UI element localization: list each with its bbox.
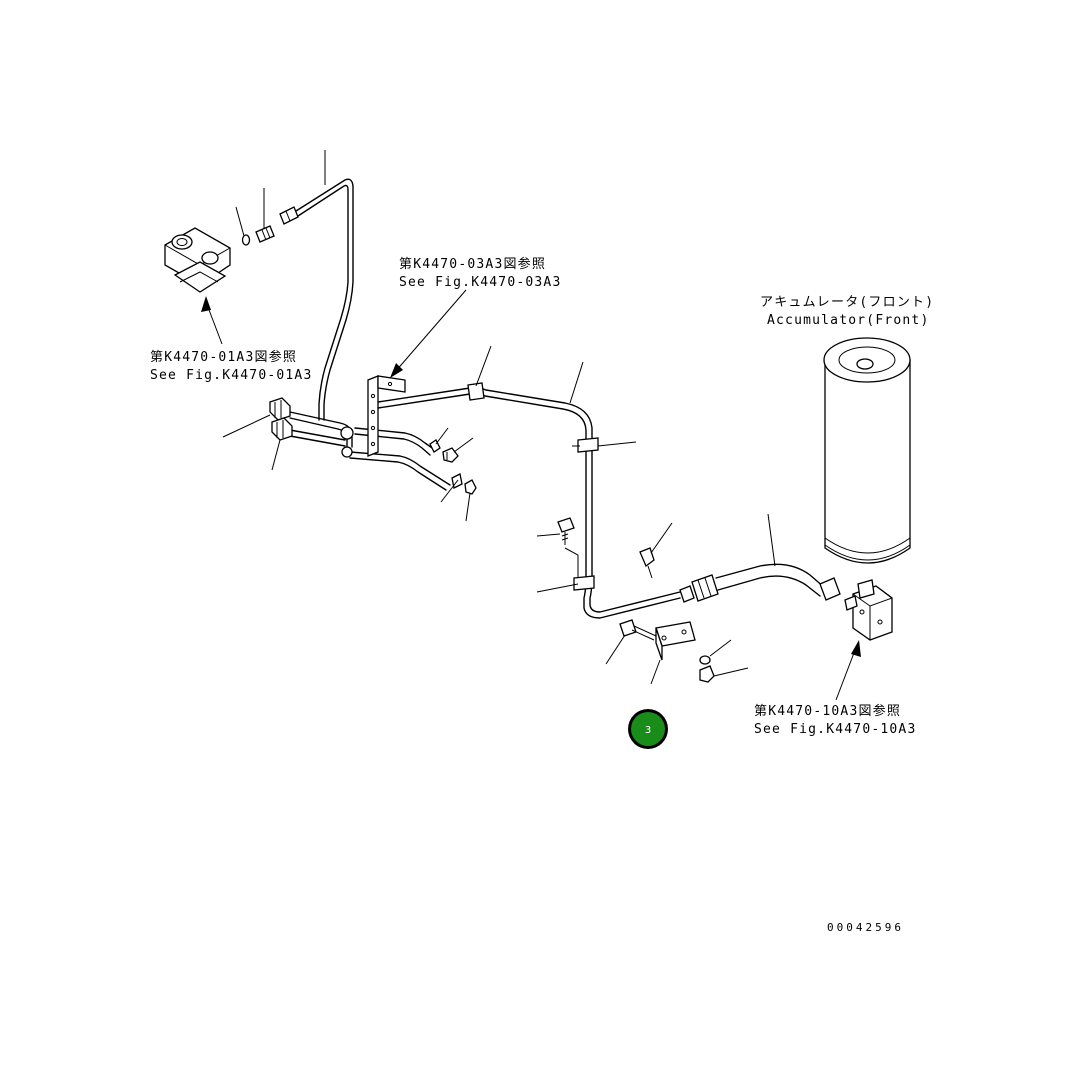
lower-bracket [655,621,696,661]
clip-lower [639,547,655,579]
upper-tube [295,178,354,421]
o-ring-small [241,234,251,246]
left-valve-block [164,227,231,293]
ref-arrow-03 [390,289,467,378]
ref-03-jp: 第K4470-03A3図参照 [399,256,546,272]
flexible-hose [679,563,841,603]
ref-arrow-10 [835,640,861,701]
center-bracket [367,375,406,457]
washer-lower [699,655,715,683]
accumulator-en: Accumulator(Front) [767,313,929,328]
tube-clamp-3 [573,575,595,591]
ref-10-jp: 第K4470-10A3図参照 [754,703,901,719]
drawing-number: 00042596 [827,921,904,934]
main-tube [377,387,681,619]
bolt-left [557,517,579,578]
ref-01-en: See Fig.K4470-01A3 [150,368,312,383]
connector-fitting-1 [255,225,275,243]
ref-arrow-01 [201,296,223,345]
connector-fitting-2 [279,206,299,225]
accumulator-cylinder [823,337,911,564]
leader-lines [222,150,776,685]
ref-10-en: See Fig.K4470-10A3 [754,722,916,737]
callout-marker-3[interactable]: 3 [628,709,668,749]
ref-03-en: See Fig.K4470-03A3 [399,275,561,290]
callout-label: 3 [645,725,651,736]
accumulator-jp: アキュムレータ(フロント) [760,295,934,310]
tube-clamp-2 [572,437,599,453]
washer-nut-group-1 [429,439,459,463]
ref-01-jp: 第K4470-01A3図参照 [150,349,297,365]
left-lower-tubes [269,397,451,491]
bolt-lower [619,619,657,641]
accumulator-valve-block [844,579,893,641]
washer-nut-group-2 [451,473,477,495]
